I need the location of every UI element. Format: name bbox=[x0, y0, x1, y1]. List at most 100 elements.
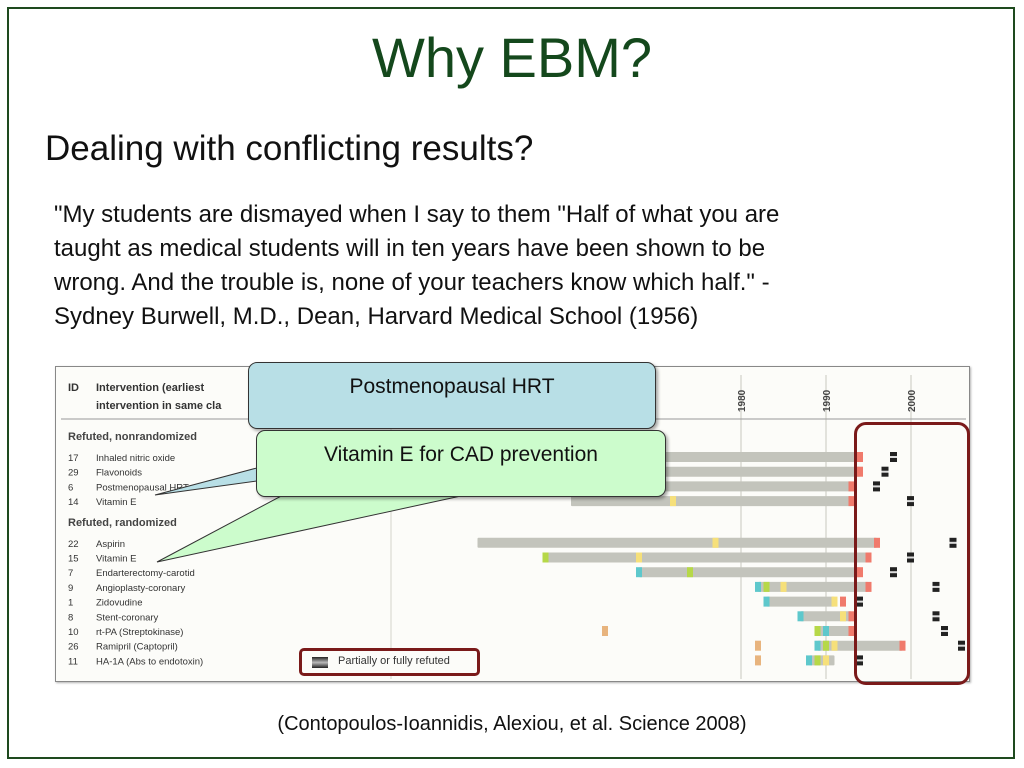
timeline-marker bbox=[899, 640, 906, 651]
timeline-marker bbox=[797, 611, 804, 622]
row-intervention: Zidovudine bbox=[96, 598, 142, 609]
row-id: 14 bbox=[68, 497, 79, 508]
timeline-marker bbox=[670, 496, 676, 507]
refuted-marker-stripe bbox=[932, 585, 940, 588]
quote-line: Sydney Burwell, M.D., Dean, Harvard Medi… bbox=[54, 303, 699, 330]
timeline-marker bbox=[542, 552, 549, 563]
legend-box: Partially or fully refuted bbox=[299, 648, 480, 676]
timeline-marker bbox=[763, 596, 770, 607]
timeline-bar bbox=[545, 552, 869, 563]
column-header-intervention-2: intervention in same cla bbox=[96, 400, 222, 412]
slide-title: Why EBM? bbox=[371, 26, 653, 89]
timeline-marker bbox=[814, 626, 821, 636]
group-label: Refuted, nonrandomized bbox=[68, 431, 197, 443]
timeline-marker bbox=[857, 452, 863, 462]
row-intervention: Aspirin bbox=[96, 539, 125, 550]
timeline-marker bbox=[814, 655, 821, 666]
row-intervention: Stent-coronary bbox=[96, 612, 159, 623]
row-intervention: Inhaled nitric oxide bbox=[96, 453, 175, 464]
timeline-marker bbox=[823, 640, 829, 651]
row-intervention: Angioplasty-coronary bbox=[96, 583, 185, 594]
refuted-marker-stripe bbox=[890, 456, 897, 458]
timeline-marker bbox=[780, 581, 787, 592]
timeline-marker bbox=[806, 655, 812, 666]
year-tick-label: 1980 bbox=[737, 389, 748, 412]
row-id: 29 bbox=[68, 468, 79, 479]
row-intervention: Vitamin E bbox=[96, 497, 136, 508]
refuted-marker-stripe bbox=[890, 571, 897, 574]
timeline-marker bbox=[763, 581, 770, 592]
quote-line: wrong. And the trouble is, none of your … bbox=[54, 269, 770, 296]
timeline-marker bbox=[831, 596, 838, 607]
burwell-quote: "My students are dismayed when I say to … bbox=[54, 198, 934, 334]
timeline-marker bbox=[823, 626, 829, 636]
row-intervention: HA-1A (Abs to endotoxin) bbox=[96, 656, 203, 667]
refuted-marker-stripe bbox=[856, 600, 863, 603]
row-id: 22 bbox=[68, 539, 79, 550]
quote-line: "My students are dismayed when I say to … bbox=[54, 201, 780, 228]
refuted-marker-stripe bbox=[873, 485, 880, 488]
timeline-marker bbox=[814, 640, 821, 651]
year-tick-label: 2000 bbox=[907, 389, 918, 412]
timeline-marker bbox=[687, 567, 693, 578]
timeline-marker bbox=[840, 596, 846, 607]
vitamin-e-callout: Vitamin E for CAD prevention bbox=[256, 430, 666, 497]
timeline-marker bbox=[865, 552, 872, 563]
column-header-id: ID bbox=[68, 382, 79, 394]
row-intervention: rt-PA (Streptokinase) bbox=[96, 627, 183, 638]
refuted-marker-stripe bbox=[932, 615, 940, 618]
refuted-marker-stripe bbox=[881, 470, 889, 473]
timeline-marker bbox=[848, 481, 855, 492]
row-id: 17 bbox=[68, 453, 79, 464]
timeline-marker bbox=[865, 581, 872, 592]
timeline-marker bbox=[755, 581, 761, 592]
timeline-marker bbox=[848, 496, 855, 507]
timeline-marker bbox=[848, 626, 855, 636]
row-intervention: Postmenopausal HRT bbox=[96, 482, 189, 493]
group-label: Refuted, randomized bbox=[68, 517, 177, 529]
column-header-intervention: Intervention (earliest bbox=[96, 382, 205, 394]
timeline-marker bbox=[636, 567, 642, 578]
legend-label: Partially or fully refuted bbox=[338, 655, 450, 667]
row-intervention: Flavonoids bbox=[96, 468, 142, 479]
row-id: 6 bbox=[68, 482, 73, 493]
refuted-period-highlight bbox=[854, 422, 970, 685]
timeline-bar bbox=[571, 496, 852, 507]
timeline-marker bbox=[874, 537, 880, 548]
slide-border bbox=[7, 7, 1015, 759]
row-intervention: Endarterectomy-carotid bbox=[96, 568, 195, 579]
timeline-bar bbox=[800, 611, 852, 622]
row-id: 10 bbox=[68, 627, 79, 638]
row-id: 1 bbox=[68, 598, 73, 609]
timeline-marker bbox=[712, 537, 719, 548]
timeline-marker bbox=[636, 552, 642, 563]
row-id: 9 bbox=[68, 583, 73, 594]
legend-refuted-swatch bbox=[312, 657, 328, 668]
timeline-bar bbox=[477, 537, 877, 548]
refuted-marker-stripe bbox=[941, 630, 948, 632]
refuted-marker-stripe bbox=[907, 556, 914, 559]
timeline-marker bbox=[755, 640, 761, 651]
timeline-bar bbox=[817, 626, 852, 636]
timeline-marker bbox=[755, 655, 761, 666]
row-id: 11 bbox=[68, 656, 78, 667]
refuted-marker-stripe bbox=[949, 541, 957, 544]
row-intervention: Vitamin E bbox=[96, 554, 136, 565]
row-id: 7 bbox=[68, 568, 73, 579]
refuted-marker-stripe bbox=[958, 644, 965, 647]
timeline-marker bbox=[840, 611, 846, 622]
hrt-callout: Postmenopausal HRT bbox=[248, 362, 656, 429]
timeline-marker bbox=[602, 626, 608, 636]
timeline-marker bbox=[831, 640, 838, 651]
refuted-marker-stripe bbox=[907, 500, 914, 503]
timeline-bar bbox=[766, 596, 835, 607]
row-id: 8 bbox=[68, 612, 73, 623]
year-tick-label: 1990 bbox=[822, 389, 833, 412]
citation: (Contopoulos-Ioannidis, Alexiou, et al. … bbox=[277, 713, 747, 735]
timeline-bar bbox=[639, 567, 860, 578]
timeline-bar bbox=[817, 640, 903, 651]
timeline-figure-svg: ID Intervention (earliest intervention i… bbox=[61, 375, 966, 679]
refuted-marker-stripe bbox=[856, 659, 863, 662]
quote-line: taught as medical students will in ten y… bbox=[54, 235, 766, 262]
slide-subtitle: Dealing with conflicting results? bbox=[45, 129, 534, 168]
